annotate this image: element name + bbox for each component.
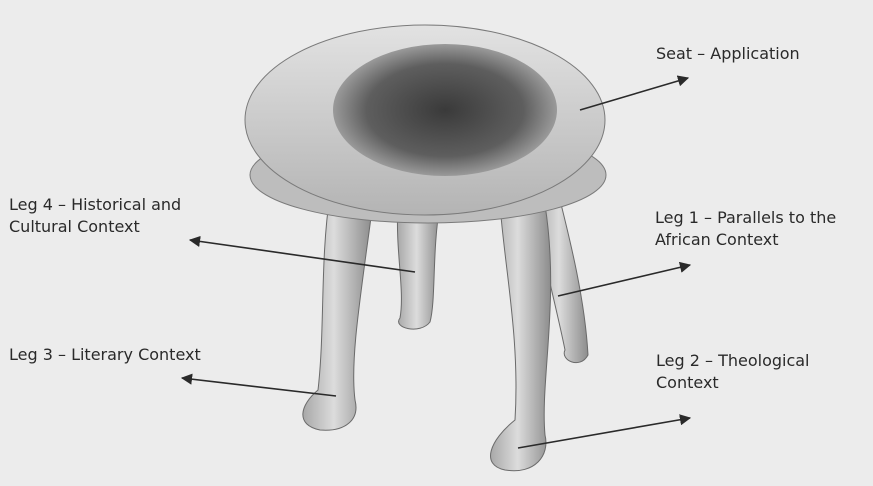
label-leg-4-line-2: Cultural Context [9,216,181,238]
stool-legs [303,195,588,471]
arrow-leg4 [190,240,415,272]
leg-left [303,195,372,430]
label-leg-1-line-2: African Context [655,229,836,251]
stool-seat [245,25,606,223]
label-leg-4-line-1: Leg 4 – Historical and [9,194,181,216]
label-leg-1-parallels-african: Leg 1 – Parallels to the African Context [655,207,836,251]
label-leg-2-line-2: Context [656,372,810,394]
label-leg-1-line-1: Leg 1 – Parallels to the [655,207,836,229]
leg-front-right [491,205,551,471]
label-leg-3-literary: Leg 3 – Literary Context [9,344,201,366]
label-leg-4-historical-cultural: Leg 4 – Historical and Cultural Context [9,194,181,238]
label-seat-application: Seat – Application [656,43,800,65]
seat-bowl [333,44,557,176]
leg-back-center [397,205,440,329]
arrow-leg3 [182,378,336,396]
label-leg-2-line-1: Leg 2 – Theological [656,350,810,372]
label-seat-line-1: Seat – Application [656,43,800,65]
label-leg-2-theological: Leg 2 – Theological Context [656,350,810,394]
label-leg-3-line-1: Leg 3 – Literary Context [9,344,201,366]
